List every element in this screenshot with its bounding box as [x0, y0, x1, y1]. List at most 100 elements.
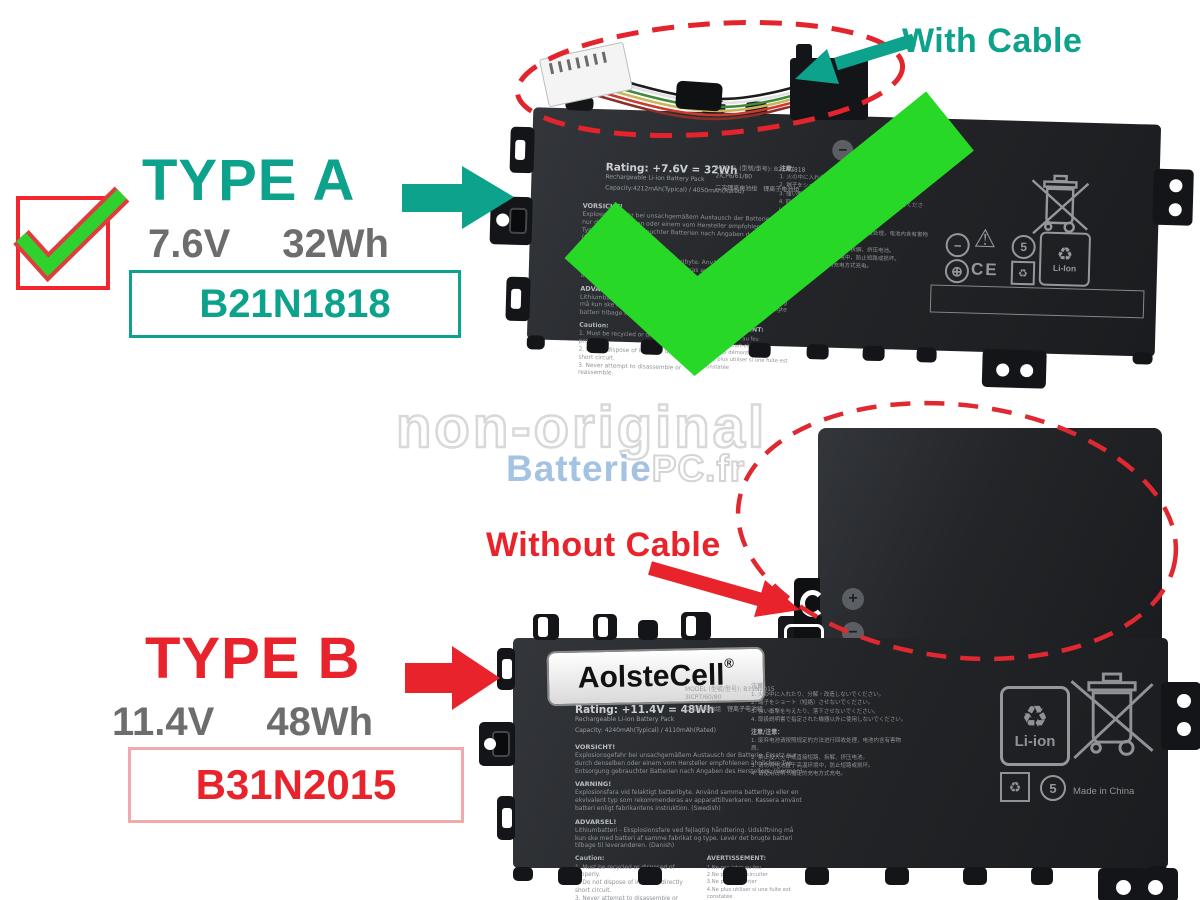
without-cable-arrow-shaft [648, 561, 764, 607]
mounting-tab [696, 340, 719, 357]
mounting-tab [489, 196, 533, 246]
mounting-tab [1132, 352, 1153, 365]
warn-dk-text: Lithiumbatteri - Eksplosionsfare ved fej… [579, 293, 788, 320]
rating-text: Rating: +11.4V = 48Wh [575, 704, 715, 716]
mounting-tab [513, 867, 533, 881]
screw-hole [484, 738, 496, 750]
cn-heading: 注意/注意： [751, 729, 784, 736]
warn-de-text: Explosionsgefahr bei unsachgemäßem Austa… [581, 210, 800, 242]
battery-type-a: − + Rating: +7.6V = 32Wh Rechargeable Li… [489, 96, 1194, 389]
made-in-china-text: Made in China [1073, 786, 1135, 797]
mounting-tab [1031, 867, 1053, 885]
registered-mark: ® [724, 655, 735, 671]
type-a-title: TYPE A [142, 148, 356, 213]
type-a-energy: 32Wh [282, 222, 389, 266]
warn-de-text: Explosionsgefahr bei unsachgemäßem Austa… [575, 752, 803, 775]
mounting-tab [963, 867, 987, 885]
mounting-tab [916, 347, 937, 363]
capacity-text: Capacity: 4240mAh(Typical) / 4110mAh(Rat… [575, 726, 716, 734]
mounting-tab [1161, 682, 1200, 750]
watermark-non-original: non-original [395, 394, 768, 462]
watermark-brand: BatteriePC.fr [506, 447, 746, 490]
jp-heading: 注意： [751, 683, 770, 690]
cable-wires [591, 72, 809, 121]
mounting-tab [640, 339, 663, 355]
avertissement-heading: AVERTISSEMENT: [706, 855, 766, 863]
li-ion-box-icon: ♻ Li-Ion [1038, 231, 1092, 287]
mounting-tab [885, 867, 909, 885]
mounting-tab [681, 612, 711, 640]
warn-se-text: Explosionsfara vid felaktigt batteribyte… [580, 255, 796, 284]
circle-minus-icon: − [945, 232, 971, 258]
li-ion-text: Li-ion [1014, 732, 1056, 750]
type-b-voltage: 11.4V [112, 700, 215, 744]
screw-hole [996, 363, 1010, 377]
mounting-tab [497, 648, 515, 690]
li-ion-box-icon: ♻ Li-ion [1000, 686, 1070, 766]
cn-list: 1. 废弃电池请按照规定的方法进行回收处理，电池内含有害物质。 2. 禁止投入火… [776, 228, 929, 271]
barcode-area [929, 284, 1145, 319]
mounting-tab [533, 614, 559, 640]
mounting-tab [862, 345, 885, 362]
battery-b-label-head: Rating: +11.4V = 48Wh Rechargeable Li-io… [575, 686, 775, 734]
watermark-brand-left: Batterie [506, 448, 652, 489]
type-b-energy: 48Wh [266, 700, 374, 744]
warn-se-heading: VARNING! [575, 780, 612, 789]
screw-hole [1148, 880, 1163, 895]
caution-list: 1. Must be recycled or disposed of prope… [575, 864, 683, 900]
battery-type-b: AolsteCell ® Rating: +11.4V = 48Wh Recha… [479, 612, 1200, 900]
model-line: MODEL (型號/型号): B31N2015 [685, 686, 775, 693]
mounting-tab [479, 722, 515, 766]
type-a-spec: 7.6V 32Wh [148, 222, 389, 267]
type-b-spec: 11.4V 48Wh [112, 700, 373, 745]
screw-hole [1177, 694, 1191, 708]
battery-type-b-upper-block: + − [778, 428, 1162, 652]
watermark-brand-right: PC.fr [651, 447, 746, 490]
type-a-model-box: B21N1818 [129, 270, 461, 338]
cell-code: 3ICP7/60/80 [685, 693, 722, 701]
cable-wrap [675, 80, 723, 112]
screw-hole [1020, 363, 1034, 378]
warn-se-text: Explosionsfara vid felaktigt batteribyte… [575, 789, 802, 812]
warn-dk-heading: ADVARSEL! [575, 817, 617, 826]
type-b-arrow-icon [405, 646, 500, 710]
avertissement-list: 1.Ne pas jeter au feu 2.Ne pas court-cir… [706, 864, 791, 900]
crossed-bin-icon [1070, 672, 1154, 760]
cable-housing-latch [796, 44, 812, 70]
type-b-model-box: B31N2015 [128, 747, 464, 823]
checkbox-approved [16, 196, 110, 290]
warn-dk-text: Lithiumbatteri - Eksplosionsfare ved fej… [575, 826, 794, 850]
mounting-tab [638, 867, 662, 885]
mounting-tab [723, 867, 747, 885]
recycle-icon: ♻ [1021, 700, 1049, 734]
screw-hole [1116, 880, 1131, 895]
crossed-bin-icon [1031, 174, 1090, 235]
ce-mark: CE [970, 259, 999, 280]
warning-triangle-icon: ⚠ [973, 224, 997, 254]
recycle-icon: ♻ [1056, 243, 1074, 265]
mounting-tab [806, 344, 829, 360]
pack-text: Rechargeable Li-ion Battery Pack [575, 716, 675, 723]
battery-b-cjk-warnings: 注意： 1. 火の中に入れたり、分解・改造しないでください。 2. 端子をショー… [751, 682, 911, 778]
li-ion-text: Li-Ion [1052, 262, 1077, 274]
mounting-tab [593, 614, 617, 640]
cn-pack-type: 二次锂电池组 锂离子电池组 [685, 706, 764, 713]
recycle-square-icon: ♻ [1010, 260, 1036, 286]
mounting-tab [505, 276, 531, 322]
circled-five-icon: 5 [1040, 775, 1066, 801]
target-plus-icon: ⊕ [944, 258, 970, 284]
without-cable-label: Without Cable [486, 526, 721, 564]
mounting-tab [558, 867, 582, 885]
connector-c-shape [800, 590, 825, 617]
caution-heading: Caution: [575, 855, 605, 863]
screw-hole [1168, 203, 1182, 217]
jp-list: 1. 火の中に入れたり、分解・改造しないでください。 2. 端子をショート（短絡… [751, 692, 907, 723]
mounting-tab [748, 342, 771, 358]
mounting-tab [526, 335, 545, 350]
with-cable-label: With Cable [902, 22, 1083, 60]
mounting-tab [497, 796, 515, 840]
mounting-tab [1148, 866, 1168, 878]
recycle-square-icon: ♻ [1000, 772, 1030, 802]
screw-hole [1177, 722, 1191, 736]
